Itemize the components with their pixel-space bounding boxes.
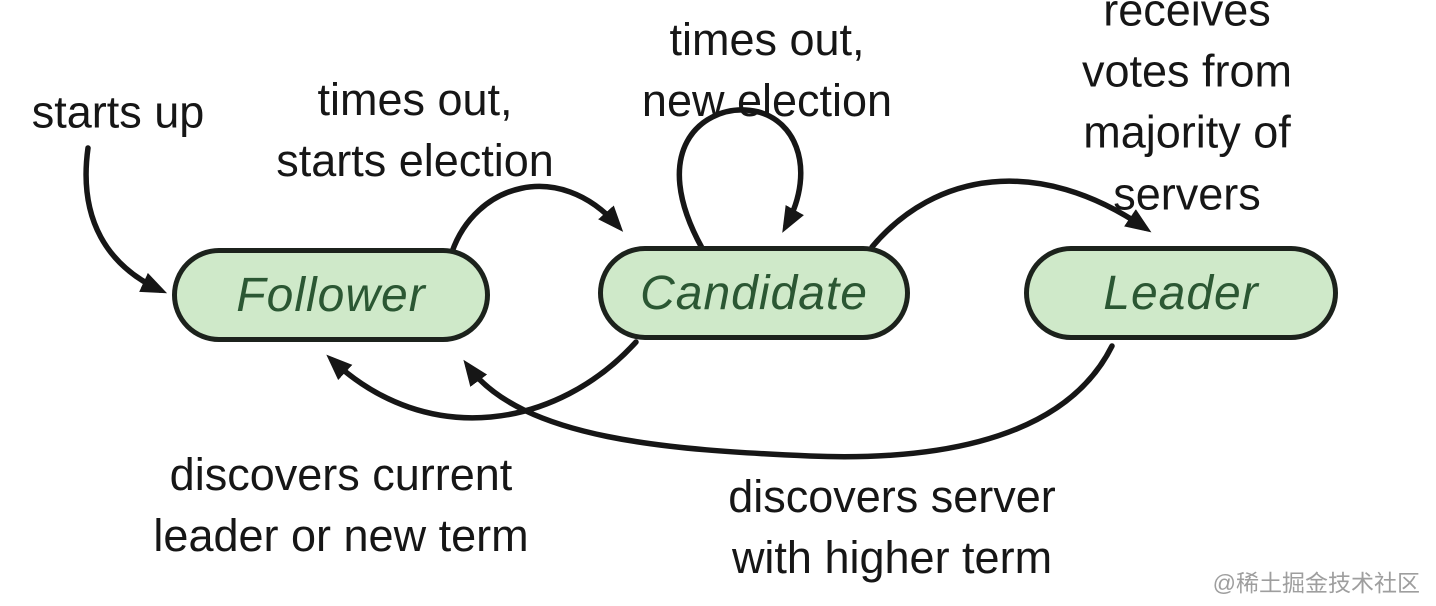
arrow-follower-to-candidate (449, 183, 624, 255)
arrow-leader-to-follower (463, 343, 1115, 460)
state-follower: Follower (172, 248, 490, 342)
label-discovers-current-leader: discovers current leader or new term (153, 448, 529, 561)
arrow-candidate-to-follower (326, 339, 639, 421)
state-leader: Leader (1024, 246, 1338, 340)
label-times-out-new-election: times out, new election (641, 13, 893, 126)
label-discovers-server-higher-term: discovers server with higher term (728, 470, 1056, 583)
watermark: @稀土掘金技术社区 (1212, 570, 1420, 596)
label-receives-votes: receives votes from majority of servers (1081, 0, 1293, 220)
state-candidate-label: Candidate (640, 266, 868, 320)
label-starts-up: starts up (31, 86, 205, 138)
state-leader-label: Leader (1103, 266, 1259, 320)
arrow-candidate-to-leader (869, 178, 1152, 250)
label-times-out-starts-election: times out, starts election (276, 73, 554, 186)
arrow-start-to-follower (83, 145, 168, 294)
state-candidate: Candidate (598, 246, 910, 340)
state-follower-label: Follower (236, 268, 426, 322)
arrow-candidate-self-loop (676, 107, 804, 251)
